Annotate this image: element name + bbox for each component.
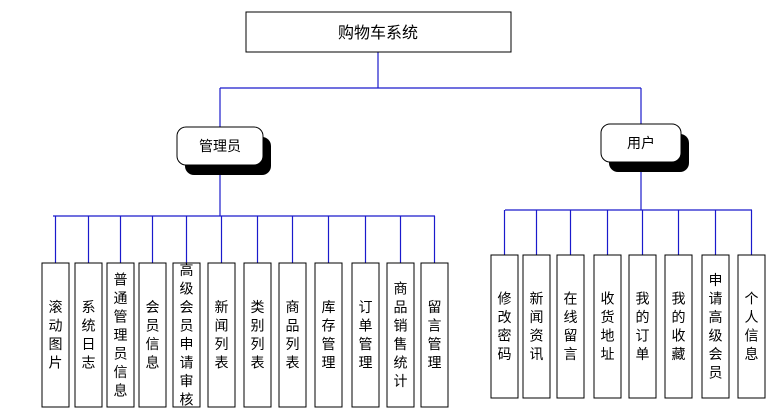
admin-leaf-box xyxy=(106,262,135,408)
user-leaf-box xyxy=(628,254,657,399)
admin-leaf-label: 留言管理 xyxy=(428,300,442,372)
user-leaf-node: 新闻资讯 xyxy=(522,254,551,399)
user-leaf-label: 在线留言 xyxy=(564,292,578,364)
group-nodes: 管理员 用户 xyxy=(176,123,689,175)
user-leaf-node: 我的订单 xyxy=(628,254,657,399)
admin-leaf-box xyxy=(207,262,236,408)
admin-leaf-label: 新闻列表 xyxy=(215,300,229,372)
user-leaf-label: 新闻资讯 xyxy=(530,292,544,364)
user-leaf-box xyxy=(522,254,551,399)
admin-leaf-node: 订单管理 xyxy=(351,262,380,408)
admin-group-box xyxy=(176,126,264,166)
admin-leaf-node: 商品销售统计 xyxy=(386,262,415,408)
user-leaf-label: 我的订单 xyxy=(636,292,650,364)
admin-leaf-box xyxy=(278,262,307,408)
user-group-box xyxy=(600,123,682,163)
admin-leaf-label: 商品销售统计 xyxy=(394,282,408,391)
admin-leaf-label: 库存管理 xyxy=(322,300,336,372)
user-leaf-box xyxy=(701,254,730,399)
admin-leaf-label: 普通管理员信息 xyxy=(114,272,128,399)
admin-leaf-node: 商品列表 xyxy=(278,262,307,408)
admin-group-node: 管理员 xyxy=(176,126,271,175)
admin-leaf-node: 新闻列表 xyxy=(207,262,236,408)
admin-leaf-box xyxy=(138,262,167,408)
admin-leaf-node: 高级会员申请审核 xyxy=(172,262,201,409)
user-group-label: 用户 xyxy=(627,135,655,152)
leaf-nodes: 滚动图片 系统日志 普通管理员信息 会员信息 高级会员申请审核 新闻列表 类别列表 商品列表 库… xyxy=(41,254,766,409)
admin-leaf-box xyxy=(243,262,272,408)
admin-leaf-label: 订单管理 xyxy=(359,300,373,372)
user-leaf-label: 我的收藏 xyxy=(672,292,686,364)
user-leaf-node: 我的收藏 xyxy=(664,254,693,399)
user-leaf-node: 收货地址 xyxy=(593,254,622,399)
connector-lines xyxy=(53,52,753,263)
user-leaf-node: 在线留言 xyxy=(556,254,585,399)
user-leaf-box xyxy=(593,254,622,399)
admin-leaf-node: 系统日志 xyxy=(74,262,103,408)
admin-group-label: 管理员 xyxy=(199,139,241,155)
user-leaf-label: 个人信息 xyxy=(745,292,759,364)
admin-leaf-box xyxy=(351,262,380,408)
user-leaf-box xyxy=(664,254,693,399)
user-leaf-label: 收货地址 xyxy=(601,292,615,364)
admin-leaf-label: 系统日志 xyxy=(82,300,96,372)
admin-leaf-node: 会员信息 xyxy=(138,262,167,408)
admin-leaf-box xyxy=(74,262,103,408)
user-leaf-node: 申请高级会员 xyxy=(701,254,730,399)
user-leaf-box xyxy=(490,254,519,399)
admin-leaf-node: 普通管理员信息 xyxy=(106,262,135,408)
admin-leaf-label: 商品列表 xyxy=(286,300,300,372)
root-node-box xyxy=(245,11,512,53)
user-leaf-node: 修改密码 xyxy=(490,254,519,399)
admin-leaf-label: 高级会员申请审核 xyxy=(180,262,194,409)
user-leaf-label: 修改密码 xyxy=(498,292,512,364)
root-node: 购物车系统 xyxy=(245,11,512,53)
admin-leaf-box xyxy=(41,262,70,408)
user-leaf-label: 申请高级会员 xyxy=(709,273,723,382)
admin-leaf-box xyxy=(420,262,449,408)
admin-leaf-label: 会员信息 xyxy=(146,300,160,372)
admin-leaf-node: 留言管理 xyxy=(420,262,449,408)
admin-leaf-box xyxy=(172,262,201,408)
admin-leaf-node: 类别列表 xyxy=(243,262,272,408)
user-leaf-box xyxy=(556,254,585,399)
admin-leaf-node: 滚动图片 xyxy=(41,262,70,408)
admin-leaf-box xyxy=(314,262,343,408)
user-leaf-box xyxy=(737,254,766,399)
root-node-label: 购物车系统 xyxy=(338,23,418,42)
admin-leaf-box xyxy=(386,262,415,408)
admin-leaf-label: 滚动图片 xyxy=(49,299,63,372)
user-leaf-node: 个人信息 xyxy=(737,254,766,399)
user-group-node: 用户 xyxy=(600,123,689,172)
admin-leaf-node: 库存管理 xyxy=(314,262,343,408)
admin-leaf-label: 类别列表 xyxy=(251,300,265,372)
